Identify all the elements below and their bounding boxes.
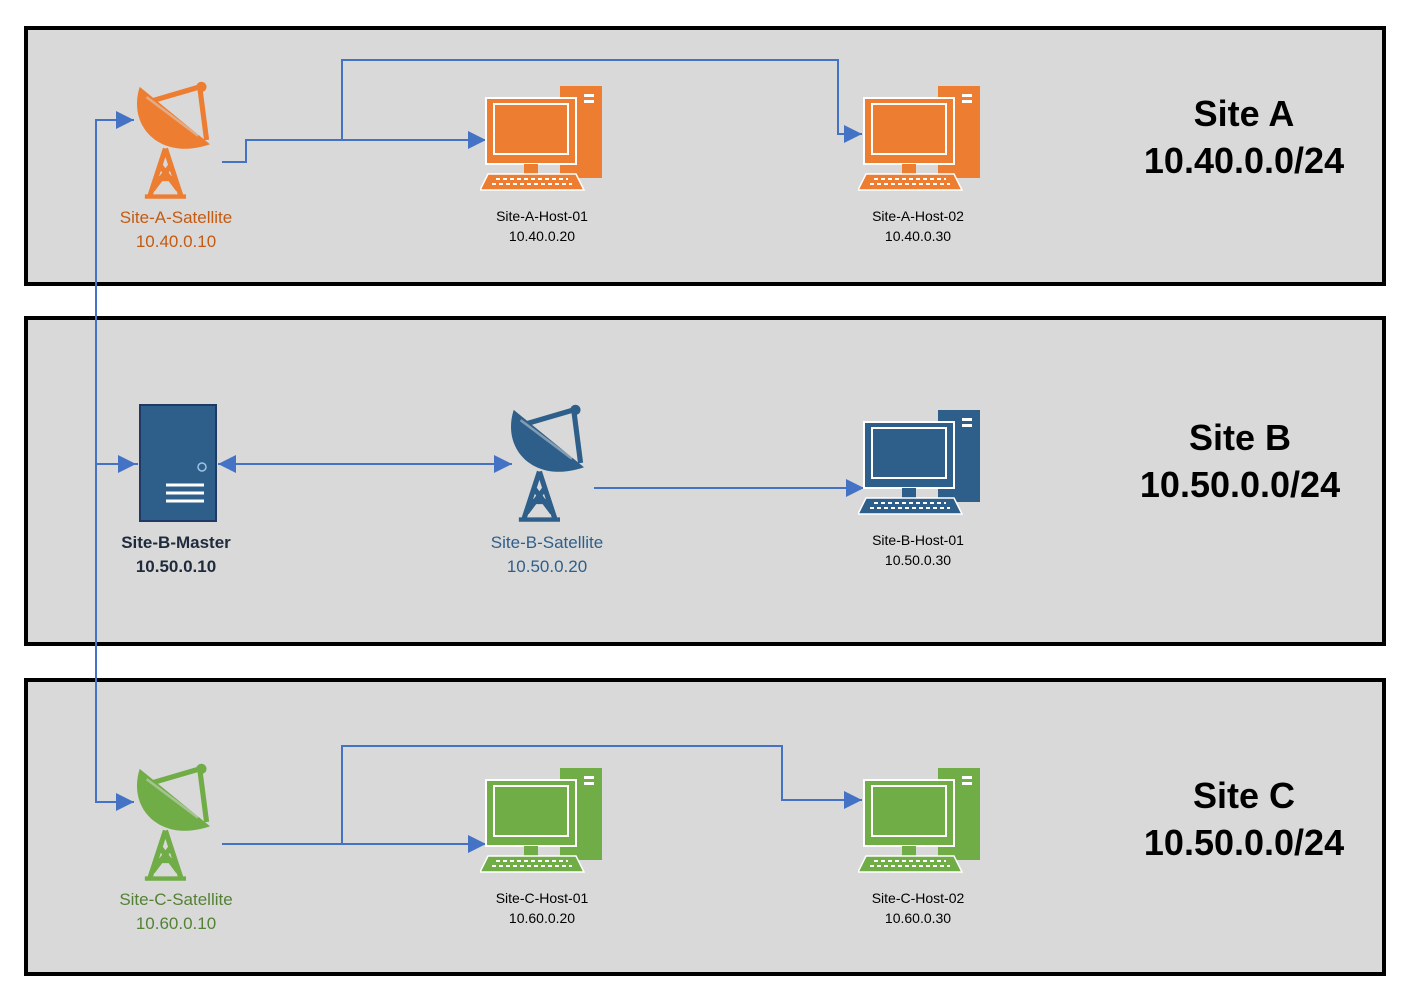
site-b-master-server-icon bbox=[138, 403, 218, 523]
site-a-satellite-dish-icon bbox=[128, 80, 220, 200]
site-b-satellite-dish-icon bbox=[502, 403, 594, 523]
site-a-satellite-label: Site-A-Satellite 10.40.0.10 bbox=[76, 206, 276, 254]
site-c-title: Site C 10.50.0.0/24 bbox=[1114, 774, 1374, 868]
link-site-c-sat-to-host02 bbox=[341, 745, 862, 844]
site-b-host01-name: Site-B-Host-01 bbox=[872, 532, 964, 548]
site-c-host02-workstation-icon bbox=[858, 768, 982, 874]
site-a-panel bbox=[24, 26, 1386, 286]
site-b-master-ip: 10.50.0.10 bbox=[135, 557, 217, 576]
site-c-satellite-ip: 10.60.0.10 bbox=[135, 914, 217, 933]
site-c-name: Site C bbox=[1192, 775, 1296, 816]
site-a-name: Site A bbox=[1193, 93, 1295, 134]
site-b-master-name: Site-B-Master bbox=[121, 533, 231, 552]
site-a-host01-ip: 10.40.0.20 bbox=[508, 228, 576, 244]
site-c-host02-name: Site-C-Host-02 bbox=[871, 890, 965, 906]
site-a-network: 10.40.0.0/24 bbox=[1143, 140, 1345, 181]
site-c-host01-ip: 10.60.0.20 bbox=[508, 910, 576, 926]
site-a-host02-workstation-icon bbox=[858, 86, 982, 192]
site-b-host01-label: Site-B-Host-01 10.50.0.30 bbox=[818, 530, 1018, 570]
site-c-host02-ip: 10.60.0.30 bbox=[884, 910, 952, 926]
site-a-satellite-name: Site-A-Satellite bbox=[119, 208, 233, 227]
site-c-satellite-label: Site-C-Satellite 10.60.0.10 bbox=[76, 888, 276, 936]
site-b-panel bbox=[24, 316, 1386, 646]
link-master-to-site-c bbox=[95, 464, 134, 811]
site-a-host02-name: Site-A-Host-02 bbox=[872, 208, 964, 224]
site-c-network: 10.50.0.0/24 bbox=[1143, 822, 1345, 863]
site-c-panel bbox=[24, 678, 1386, 976]
link-site-a-sat-to-host02 bbox=[341, 59, 862, 143]
site-b-satellite-label: Site-B-Satellite 10.50.0.20 bbox=[447, 531, 647, 579]
site-a-host01-label: Site-A-Host-01 10.40.0.20 bbox=[442, 206, 642, 246]
site-c-satellite-dish-icon bbox=[128, 762, 220, 882]
site-a-host01-name: Site-A-Host-01 bbox=[496, 208, 588, 224]
site-c-host01-workstation-icon bbox=[480, 768, 604, 874]
site-b-name: Site B bbox=[1188, 417, 1292, 458]
site-b-satellite-ip: 10.50.0.20 bbox=[506, 557, 588, 576]
site-c-host02-label: Site-C-Host-02 10.60.0.30 bbox=[818, 888, 1018, 928]
site-b-satellite-name: Site-B-Satellite bbox=[490, 533, 604, 552]
site-a-host02-label: Site-A-Host-02 10.40.0.30 bbox=[818, 206, 1018, 246]
site-b-host01-ip: 10.50.0.30 bbox=[884, 552, 952, 568]
site-c-host01-name: Site-C-Host-01 bbox=[495, 890, 589, 906]
site-a-title: Site A 10.40.0.0/24 bbox=[1114, 92, 1374, 186]
site-b-title: Site B 10.50.0.0/24 bbox=[1110, 416, 1370, 510]
site-c-satellite-name: Site-C-Satellite bbox=[119, 890, 233, 909]
site-a-satellite-ip: 10.40.0.10 bbox=[135, 232, 217, 251]
site-b-network: 10.50.0.0/24 bbox=[1139, 464, 1341, 505]
site-a-host01-workstation-icon bbox=[480, 86, 604, 192]
site-c-host01-label: Site-C-Host-01 10.60.0.20 bbox=[442, 888, 642, 928]
site-b-master-label: Site-B-Master 10.50.0.10 bbox=[76, 531, 276, 579]
link-site-a-sat-to-host01 bbox=[222, 131, 486, 163]
site-a-host02-ip: 10.40.0.30 bbox=[884, 228, 952, 244]
site-b-host01-workstation-icon bbox=[858, 410, 982, 516]
